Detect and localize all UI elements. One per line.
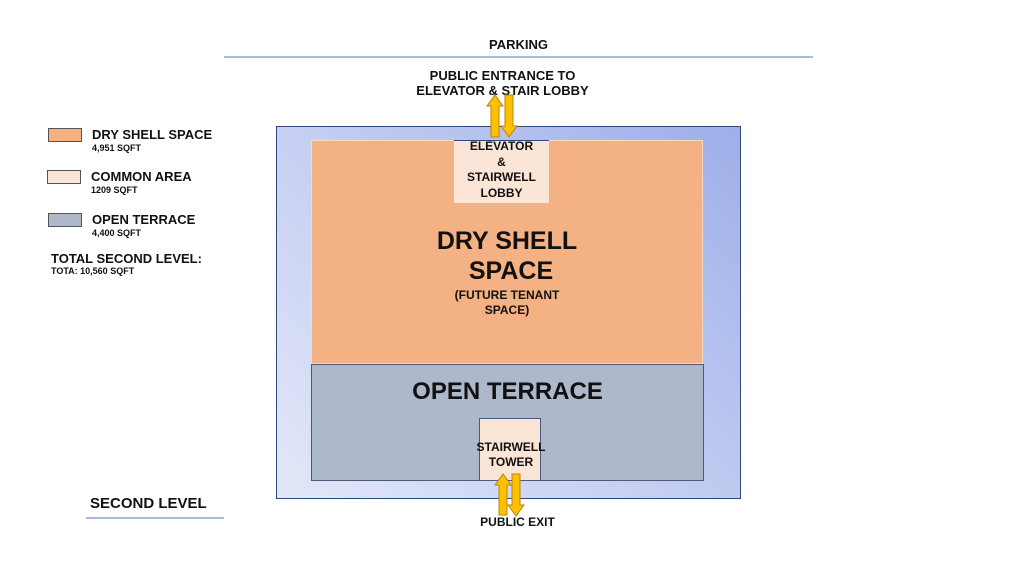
lobby-label-line3: STAIRWELL <box>467 170 536 184</box>
lobby-label: ELEVATOR & STAIRWELL LOBBY <box>454 139 549 201</box>
lobby-label-line2: & <box>497 154 506 169</box>
entrance-label-line2: ELEVATOR & STAIR LOBBY <box>416 83 589 98</box>
level-title-underline <box>86 517 224 519</box>
legend-swatch-common-area <box>47 170 81 184</box>
level-title: SECOND LEVEL <box>90 495 207 512</box>
dry-shell-space <box>311 140 703 364</box>
stairwell-tower-label-line1: STAIRWELL <box>476 440 546 454</box>
dry-shell-label-line2: SPACE <box>468 257 554 285</box>
exit-up-arrow <box>494 473 512 516</box>
legend-label-common-area: COMMON AREA <box>91 169 192 184</box>
stairwell-tower-label: STAIRWELL TOWER <box>470 440 552 470</box>
legend-label-open-terrace: OPEN TERRACE <box>92 212 196 227</box>
lobby-label-line4: LOBBY <box>480 185 523 200</box>
legend-area-common-area: 1209 SQFT <box>91 185 138 195</box>
entrance-label-line1: PUBLIC ENTRANCE TO <box>429 68 576 83</box>
entrance-down-arrow <box>500 94 518 138</box>
dry-shell-label-line1: DRY SHELL <box>436 227 578 255</box>
legend-area-open-terrace: 4,400 SQFT <box>92 228 142 238</box>
legend-total-value: TOTA: 10,560 SQFT <box>51 266 135 276</box>
legend-area-dry-shell: 4,951 SQFT <box>92 143 142 153</box>
dry-shell-label: DRY SHELL SPACE <box>311 226 703 286</box>
public-exit-label: PUBLIC EXIT <box>480 515 555 529</box>
legend-swatch-open-terrace <box>48 213 82 227</box>
stairwell-tower <box>479 418 541 481</box>
dry-shell-note: (FUTURE TENANT SPACE) <box>311 288 703 318</box>
legend-label-dry-shell: DRY SHELL SPACE <box>92 127 213 142</box>
parking-label: PARKING <box>489 37 548 52</box>
entrance-label: PUBLIC ENTRANCE TO ELEVATOR & STAIR LOBB… <box>380 68 625 98</box>
lobby-label-line1: ELEVATOR <box>469 139 534 153</box>
dry-shell-note-line1: (FUTURE TENANT <box>454 288 560 302</box>
entrance-up-arrow <box>486 94 504 138</box>
legend-total-label: TOTAL SECOND LEVEL: <box>51 251 202 266</box>
elevator-stairwell-lobby <box>454 140 549 203</box>
legend-swatch-dry-shell <box>48 128 82 142</box>
parking-divider <box>224 56 813 58</box>
stairwell-tower-label-line2: TOWER <box>488 455 534 469</box>
dry-shell-note-line2: SPACE) <box>484 303 530 317</box>
exit-down-arrow <box>507 473 525 517</box>
open-terrace-label: OPEN TERRACE <box>412 378 603 405</box>
